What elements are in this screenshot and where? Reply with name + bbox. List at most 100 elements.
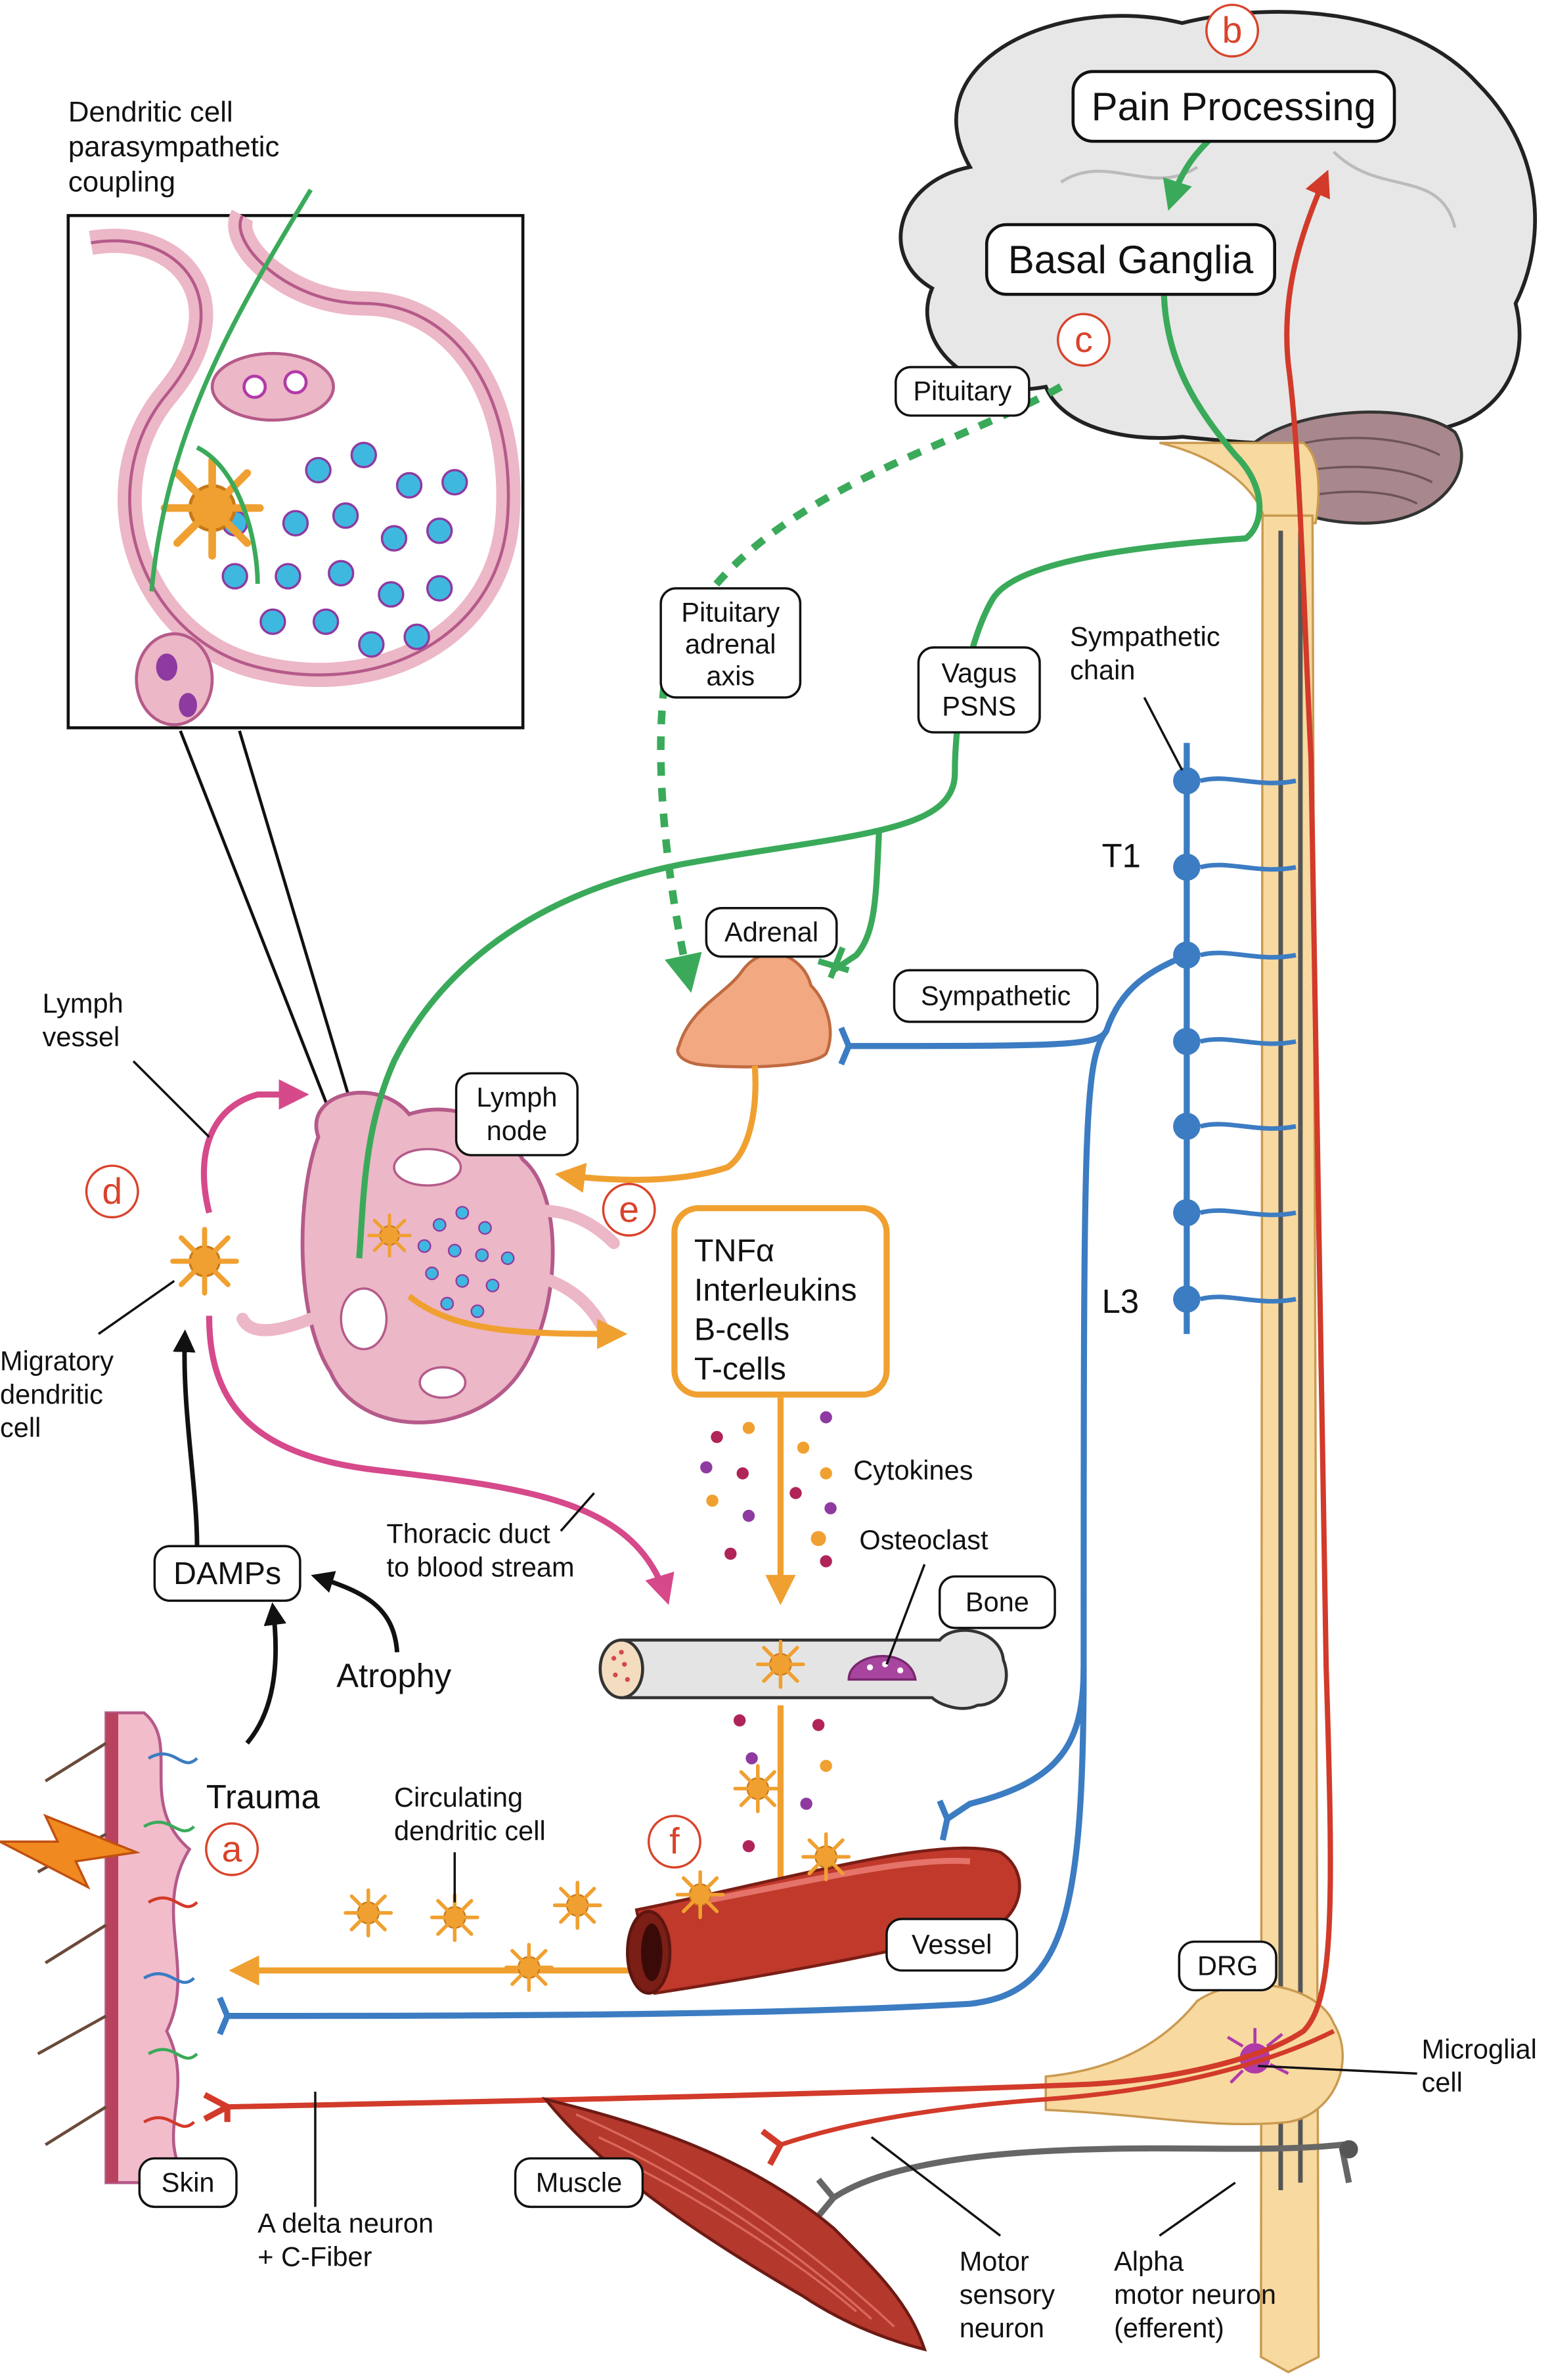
adelta-terminal: [203, 2092, 231, 2123]
motor-sensory-line2: sensory: [960, 2279, 1055, 2310]
damps-box: [153, 1545, 301, 1602]
mediator-bcells: B-cells: [694, 1311, 789, 1347]
pain-processing-box: [1071, 70, 1396, 143]
pituitary-axis-line3: axis: [706, 661, 755, 692]
svg-text:e: e: [619, 1189, 639, 1229]
lymph-node-box: [455, 1072, 579, 1157]
alpha-motor-line3: (efferent): [1114, 2312, 1224, 2343]
alpha-motor-line1: Alpha: [1114, 2245, 1184, 2276]
adrenal-to-lymph-arrow: [554, 1065, 759, 1193]
thoracic-duct-arrow: [206, 1315, 675, 1605]
motor-sensory-line1: Motor: [960, 2245, 1029, 2276]
alpha-motor-line2: motor neuron: [1114, 2279, 1276, 2310]
pituitary-label: Pituitary: [913, 376, 1011, 407]
atrophy-to-damps-arrow: [311, 1571, 400, 1653]
drg-label: DRG: [1197, 1950, 1258, 1981]
adelta-line2: + C-Fiber: [257, 2241, 372, 2272]
vagus-nerve-path: [356, 296, 1263, 1259]
mediator-tcells: T-cells: [694, 1351, 786, 1386]
mediators-box: [671, 1205, 890, 1398]
skin-icon: [37, 1711, 198, 2184]
muscle-label: Muscle: [536, 2167, 623, 2197]
sympathetic-to-vessel: [945, 1028, 1109, 1822]
migratory-line1: Migratory: [0, 1346, 114, 1377]
svg-text:f: f: [669, 1821, 680, 1862]
lymph-vessel-arrow: [200, 1079, 309, 1214]
microglial-line2: cell: [1422, 2067, 1463, 2098]
sympathetic-chain-line1: Sympathetic: [1070, 621, 1220, 652]
dendritic-coupling-line3: coupling: [68, 165, 175, 198]
lymph-vessel-line2: vessel: [43, 1021, 120, 1052]
migratory-line3: cell: [0, 1412, 41, 1443]
motor-sensory-line3: neuron: [960, 2312, 1044, 2343]
sympathetic-to-skin: [227, 1667, 1087, 2019]
adrenal-label: Adrenal: [724, 917, 818, 948]
bone-icon: [598, 1629, 1008, 1710]
skin-box: [138, 2157, 238, 2209]
vessel-label: Vessel: [912, 1929, 992, 1960]
osteoclast-label: Osteoclast: [859, 1524, 988, 1555]
vessel-box: [885, 1918, 1019, 1972]
leader-lines: [98, 697, 1417, 2237]
muscle-icon: [541, 2096, 927, 2352]
skin-label: Skin: [162, 2167, 215, 2197]
trauma-label: Trauma: [206, 1778, 321, 1816]
pituitary-box: [895, 366, 1031, 417]
sympathetic-box: [893, 969, 1099, 1023]
marker-d: d: [85, 1164, 139, 1219]
afferent-pain-path: [227, 169, 1333, 2110]
t1-label: T1: [1102, 837, 1141, 874]
pituitary-axis-line1: Pituitary: [681, 597, 780, 628]
adelta-line1: A delta neuron: [257, 2208, 433, 2239]
cytokine-particles: [700, 1411, 837, 1853]
muscle-box: [514, 2157, 644, 2209]
sympathetic-chain-line2: chain: [1070, 654, 1135, 685]
vagus-to-adrenal: [831, 830, 883, 973]
svg-text:b: b: [1222, 10, 1243, 51]
marker-e: e: [602, 1183, 656, 1237]
motor-sensory-red: [780, 2029, 1335, 2148]
basal-ganglia-box: [985, 223, 1277, 296]
svg-text:a: a: [222, 1828, 242, 1869]
marker-f: f: [647, 1815, 701, 1869]
lightning-icon: [0, 1813, 141, 1890]
sympathetic-chain-icon: [1173, 743, 1297, 1334]
trauma-to-damps-arrow: [245, 1602, 286, 1745]
lymph-to-mediators-arrow: [407, 1293, 628, 1350]
adrenal-box: [705, 907, 838, 958]
mediator-interleukins: Interleukins: [694, 1272, 857, 1308]
alpha-motor-neuron-path: [831, 2141, 1352, 2201]
dendritic-coupling-line2: parasympathetic: [68, 131, 280, 163]
circulating-line2: dendritic cell: [394, 1815, 546, 1846]
lymph-node-line2: node: [487, 1115, 547, 1146]
dendritic-coupling-line1: Dendritic cell: [68, 96, 233, 128]
damps-label: DAMPs: [173, 1556, 281, 1591]
thoracic-line1: Thoracic duct: [386, 1518, 550, 1549]
lymph-node-inset: [66, 188, 525, 730]
drg-ganglion-icon: [1044, 1983, 1344, 2126]
lymph-vessel-line1: Lymph: [43, 988, 123, 1019]
marker-b: b: [1205, 3, 1260, 58]
migratory-line2: dendritic: [0, 1378, 103, 1409]
vagus-line2: PSNS: [942, 691, 1016, 722]
sympathetic-label: Sympathetic: [921, 980, 1071, 1011]
damps-to-dendritic-arrow: [173, 1329, 200, 1547]
svg-text:c: c: [1075, 319, 1093, 360]
osteoclast-icon: [847, 1655, 917, 1681]
circulating-line1: Circulating: [394, 1782, 523, 1813]
vagus-box: [917, 646, 1041, 734]
l3-label: L3: [1102, 1283, 1139, 1320]
bone-label: Bone: [965, 1587, 1029, 1618]
mediator-tnf: TNFα: [694, 1233, 774, 1268]
svg-text:d: d: [102, 1171, 122, 1212]
marker-c: c: [1056, 313, 1111, 367]
marker-a: a: [205, 1822, 259, 1876]
pituitary-adrenal-axis-arrow: [657, 383, 1063, 993]
drg-box: [1178, 1940, 1277, 1992]
bone-box: [938, 1575, 1056, 1629]
cytokines-label: Cytokines: [853, 1455, 973, 1486]
thoracic-line2: to blood stream: [386, 1551, 574, 1582]
pituitary-axis-line2: adrenal: [685, 628, 776, 659]
vagus-line1: Vagus: [941, 657, 1017, 688]
